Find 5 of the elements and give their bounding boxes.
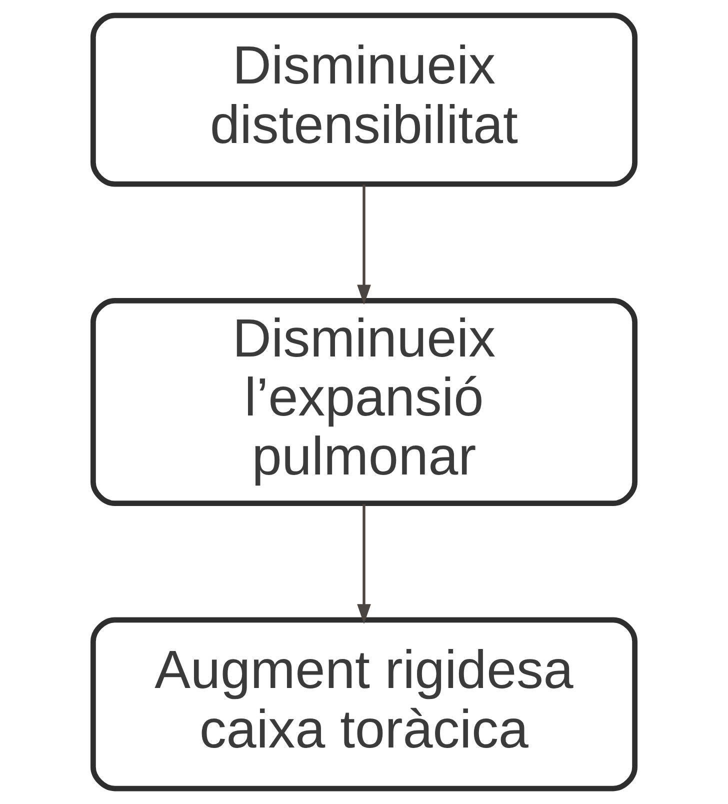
node-box: Augment rigidesa caixa toràcica xyxy=(90,617,638,792)
arrow xyxy=(357,504,371,624)
arrow xyxy=(357,184,371,305)
node-box: Disminueix l’expansió pulmonar xyxy=(90,298,638,506)
node-box: Disminueix distensibilitat xyxy=(90,12,638,187)
